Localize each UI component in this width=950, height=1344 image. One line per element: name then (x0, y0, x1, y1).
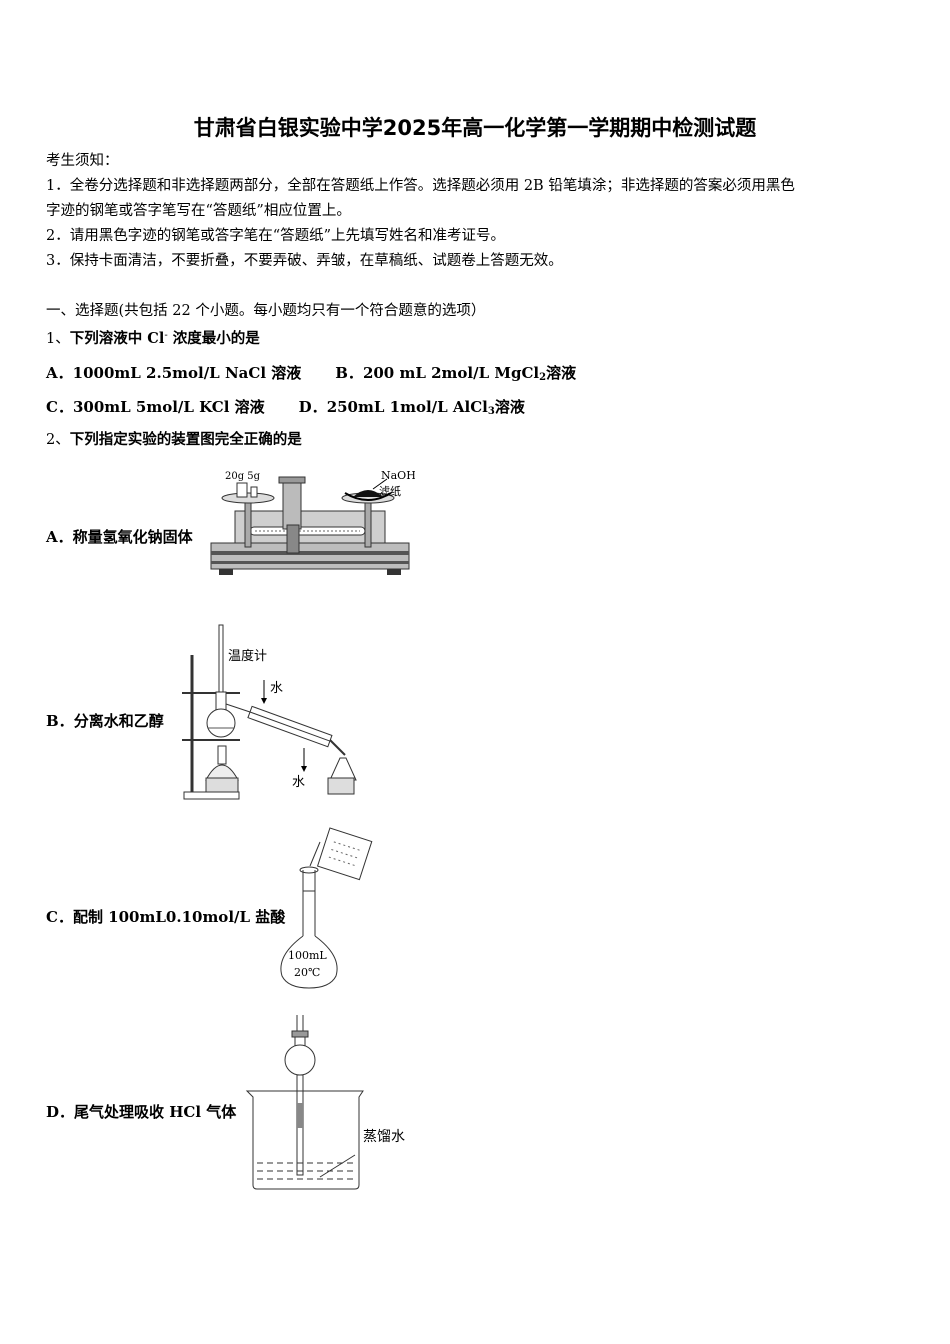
option-c-letter: C． (46, 398, 73, 416)
flask-temperature-label: 20℃ (294, 966, 320, 979)
question-stem-prefix: 下列溶液中 Cl (69, 330, 165, 347)
subscript: 3 (487, 406, 495, 417)
question-2-option-d: D．尾气处理吸收 HCl 气体 (46, 1101, 236, 1122)
question-2-option-b: B．分离水和乙醇 (46, 710, 164, 731)
question-1-options-row-2: C．300mL 5mol/L KCl 溶液 D．250mL 1mol/L AlCl… (46, 396, 525, 417)
distillation-apparatus-figure: 温度计 水 水 (180, 620, 380, 805)
option-c-text: 配制 100mL0.10mol/L 盐酸 (72, 908, 286, 926)
option-d-suffix: 溶液 (494, 398, 525, 416)
flask-volume-label: 100mL (288, 949, 327, 962)
notice-item-3: 3．保持卡面清洁，不要折叠，不要弄破、弄皱，在草稿纸、试题卷上答题无效。 (46, 253, 563, 269)
balance-scale-figure: 20g 5g NaOH 滤纸 (205, 465, 415, 580)
notice-item-2: 2．请用黑色字迹的钢笔或答字笔在“答题纸”上先填写姓名和准考证号。 (46, 228, 506, 244)
option-d-text: 250mL 1mol/L AlCl (326, 398, 488, 416)
question-stem-suffix: 浓度最小的是 (167, 330, 260, 347)
option-b-text: 200 mL 2mol/L MgCl (362, 364, 540, 382)
section-heading: 一、选择题(共包括 22 个小题。每小题均只有一个符合题意的选项） (46, 303, 486, 319)
question-stem: 下列指定实验的装置图完全正确的是 (69, 431, 302, 448)
notice-heading: 考生须知： (46, 153, 119, 169)
water-out-label: 水 (292, 775, 305, 790)
question-2-stem: 2、下列指定实验的装置图完全正确的是 (46, 430, 302, 450)
option-d-text: 尾气处理吸收 HCl 气体 (74, 1103, 237, 1121)
weights-label: 20g 5g (225, 471, 261, 482)
option-a-text: 称量氢氧化钠固体 (72, 528, 193, 546)
question-2-option-a: A．称量氢氧化钠固体 (46, 526, 193, 547)
subscript: 2 (539, 372, 547, 383)
option-a-letter: A． (46, 364, 73, 382)
naoh-label: NaOH (381, 469, 415, 482)
option-a-letter: A． (46, 528, 73, 546)
option-b-text: 分离水和乙醇 (73, 712, 164, 730)
question-1-stem: 1、下列溶液中 Cl- 浓度最小的是 (46, 326, 260, 349)
gas-absorption-figure: 蒸馏水 (245, 1013, 430, 1193)
option-d-letter: D． (298, 398, 327, 416)
question-1-options-row-1: A．1000mL 2.5mol/L NaCl 溶液 B．200 mL 2mol/L… (46, 362, 576, 383)
thermometer-label: 温度计 (228, 648, 267, 664)
notice-item-1: 1．全卷分选择题和非选择题两部分，全部在答题纸上作答。选择题必须用 2B 铅笔填… (46, 178, 795, 194)
option-b-letter: B． (335, 364, 363, 382)
volumetric-flask-figure: 100mL 20℃ (270, 826, 385, 991)
option-c-letter: C． (46, 908, 73, 926)
water-in-label: 水 (270, 681, 283, 696)
option-b-letter: B． (46, 712, 74, 730)
option-a-text: 1000mL 2.5mol/L NaCl 溶液 (72, 364, 302, 382)
question-2-option-c: C．配制 100mL0.10mol/L 盐酸 (46, 906, 285, 927)
option-d-letter: D． (46, 1103, 75, 1121)
option-b-suffix: 溶液 (546, 364, 577, 382)
superscript: - (164, 330, 168, 341)
question-number: 1、 (46, 331, 70, 347)
question-number: 2、 (46, 432, 70, 448)
distilled-water-label: 蒸馏水 (363, 1129, 405, 1145)
filter-paper-label: 滤纸 (379, 485, 401, 498)
page-title: 甘肃省白银实验中学2025年高一化学第一学期期中检测试题 (193, 116, 757, 140)
option-c-text: 300mL 5mol/L KCl 溶液 (72, 398, 265, 416)
notice-item-1-cont: 字迹的钢笔或答字笔写在“答题纸”相应位置上。 (46, 203, 351, 219)
